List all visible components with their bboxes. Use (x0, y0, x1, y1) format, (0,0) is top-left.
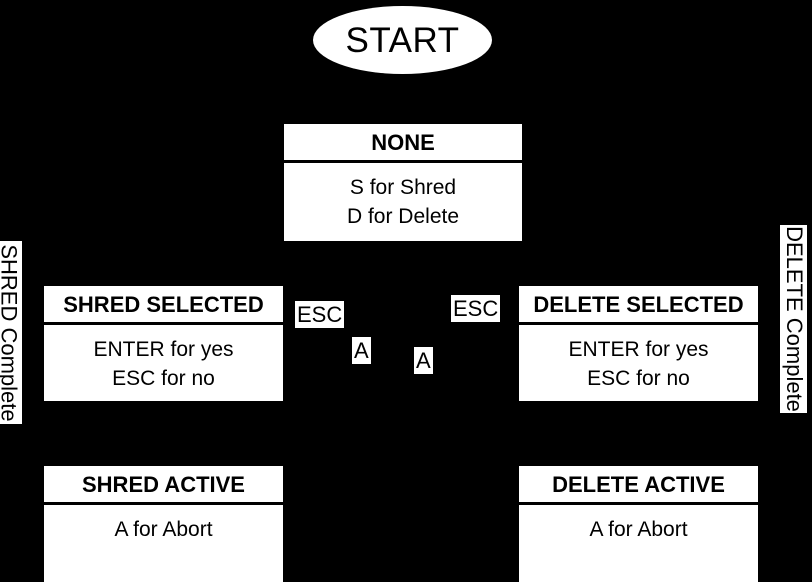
node-state-shred-selected-title: SHRED SELECTED (44, 286, 283, 326)
node-state-delete-selected-body: ENTER for yes ESC for no (519, 325, 758, 401)
node-state-delete-selected: DELETE SELECTED ENTER for yes ESC for no (519, 286, 758, 401)
node-state-shred-active-body: A for Abort (44, 505, 283, 582)
node-state-none-body: S for Shred D for Delete (284, 163, 522, 241)
node-state-shred-selected-line-2: ESC for no (112, 366, 215, 390)
node-state-delete-active: DELETE ACTIVE A for Abort (519, 466, 758, 582)
edge-label-esc-right: ESC (451, 295, 501, 323)
edge-label-abort-left: A (352, 337, 371, 365)
node-state-none-title: NONE (284, 124, 522, 164)
edge-label-abort-right: A (414, 347, 433, 375)
node-state-shred-active-title: SHRED ACTIVE (44, 466, 283, 506)
node-state-delete-active-body: A for Abort (519, 505, 758, 582)
node-state-delete-selected-title: DELETE SELECTED (519, 286, 758, 326)
node-state-delete-selected-line-1: ENTER for yes (568, 338, 709, 362)
node-start-label: START (345, 20, 460, 60)
node-state-delete-selected-line-2: ESC for no (587, 366, 690, 390)
edge-label-shred-complete: SHRED Complete (0, 241, 22, 424)
edge-label-delete-complete: DELETE Complete (780, 225, 807, 413)
node-state-delete-active-title: DELETE ACTIVE (519, 466, 758, 506)
node-state-shred-selected: SHRED SELECTED ENTER for yes ESC for no (44, 286, 283, 401)
node-start: START (313, 6, 492, 74)
node-state-none-line-2: D for Delete (346, 204, 460, 228)
node-state-shred-active: SHRED ACTIVE A for Abort (44, 466, 283, 582)
node-state-none: NONE S for Shred D for Delete (284, 124, 522, 241)
edge-label-shred-complete-text: SHRED Complete (0, 243, 22, 422)
edge-label-esc-left: ESC (295, 301, 345, 329)
edge-label-delete-complete-text: DELETE Complete (781, 226, 807, 412)
node-state-shred-selected-body: ENTER for yes ESC for no (44, 325, 283, 401)
node-state-delete-active-line-1: A for Abort (589, 518, 688, 542)
node-state-shred-active-line-1: A for Abort (114, 518, 213, 542)
node-state-shred-selected-line-1: ENTER for yes (93, 338, 234, 362)
node-state-none-line-1: S for Shred (349, 176, 457, 200)
